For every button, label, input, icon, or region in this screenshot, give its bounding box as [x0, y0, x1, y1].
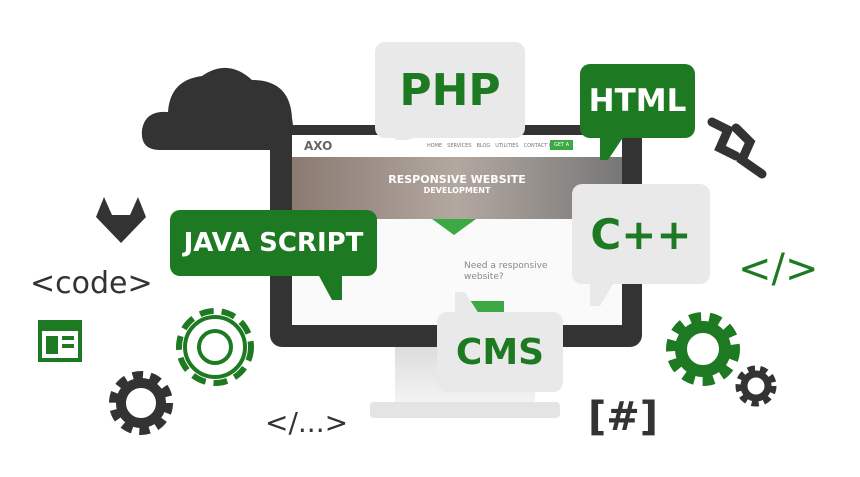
- hero-title: RESPONSIVE WEBSITE: [388, 173, 526, 186]
- gear-icon: [109, 371, 173, 435]
- nav-blog[interactable]: BLOG: [476, 143, 491, 149]
- ellipsis-tag-text: </...>: [265, 406, 349, 439]
- monitor-base: [370, 402, 560, 418]
- php-bubble: PHP: [375, 42, 525, 138]
- html-bubble: HTML: [580, 64, 695, 138]
- gear-small-icon: [735, 365, 777, 407]
- nav-home[interactable]: HOME: [427, 143, 443, 149]
- site-logo: AXO: [304, 139, 333, 153]
- cloud-icon: [141, 67, 294, 150]
- hero: RESPONSIVE WEBSITE DEVELOPMENT: [292, 157, 622, 219]
- nav-utilities[interactable]: UTILITIES: [495, 143, 519, 149]
- nav-services[interactable]: SERVICES: [447, 143, 472, 149]
- link-icon: [707, 117, 767, 179]
- section-heading: Need a responsive website?: [464, 261, 548, 282]
- gitlab-icon: [96, 197, 146, 243]
- javascript-bubble: JAVA SCRIPT: [170, 210, 377, 276]
- cms-bubble: CMS: [437, 312, 563, 392]
- cpp-bubble: C++: [572, 184, 710, 284]
- hash-text: [#]: [588, 394, 659, 440]
- code-tag-text: <code>: [30, 266, 153, 301]
- closing-tag-text: </>: [738, 246, 819, 292]
- nav-contact[interactable]: CONTACT US: [523, 143, 556, 149]
- site-header: AXO HOME SERVICES BLOG UTILITIES CONTACT…: [292, 135, 622, 157]
- gear-outline-icon: [176, 308, 254, 386]
- gear-green-icon: [666, 312, 740, 386]
- layout-icon: [38, 320, 82, 362]
- cta-button[interactable]: GET A: [550, 140, 574, 150]
- hero-subtitle: DEVELOPMENT: [423, 186, 491, 195]
